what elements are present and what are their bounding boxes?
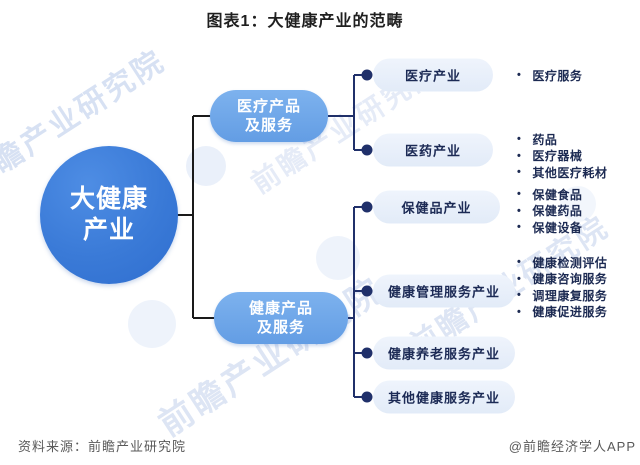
leaf-pharmaceutical-industry: 医药产业 <box>373 133 493 167</box>
bullet-item: 健康咨询服务 <box>517 271 607 288</box>
leaf-elderly-care-service: 健康养老服务产业 <box>373 336 515 370</box>
leaf-healthcare-products: 保健品产业 <box>373 190 500 224</box>
leaf-health-management-service: 健康管理服务产业 <box>373 274 515 308</box>
bullet-item: 保健设备 <box>517 219 582 236</box>
leaf-medical-industry: 医疗产业 <box>373 58 493 92</box>
bullet-item: 保健食品 <box>517 186 582 203</box>
credit-note: @前瞻经济学人APP <box>508 439 636 454</box>
branch-label-line1: 健康产品 <box>248 299 313 317</box>
branch-label-line2: 及服务 <box>244 117 293 134</box>
bullet-item: 医疗服务 <box>517 67 582 84</box>
source-note: 资料来源：前瞻产业研究院 <box>18 439 187 454</box>
bullet-item: 健康促进服务 <box>517 304 607 321</box>
branch-label-line2: 及服务 <box>256 319 305 336</box>
bullet-group-medical-industry: 医疗服务 <box>517 67 582 84</box>
connector-dots <box>361 69 373 403</box>
bullet-item: 其他医疗耗材 <box>517 164 607 181</box>
bullet-group-health-management-service: 健康检测评估 健康咨询服务 调理康复服务 健康促进服务 <box>517 254 607 320</box>
bullet-item: 保健药品 <box>517 203 582 220</box>
bullet-item: 医疗器械 <box>517 148 607 165</box>
root-node-big-health-industry: 大健康 产业 <box>40 146 178 284</box>
bullet-item: 调理康复服务 <box>517 287 607 304</box>
bullet-group-healthcare-products: 保健食品 保健药品 保健设备 <box>517 186 582 236</box>
branch-health-products-services: 健康产品 及服务 <box>214 292 348 344</box>
branch-label-line1: 医疗产品 <box>236 97 301 115</box>
root-node-label-line1: 大健康 <box>69 184 148 213</box>
root-node-label-line2: 产业 <box>82 216 135 244</box>
bullet-item: 药品 <box>517 131 607 148</box>
bullet-item: 健康检测评估 <box>517 254 607 271</box>
bullet-group-pharmaceutical-industry: 药品 医疗器械 其他医疗耗材 <box>517 131 607 181</box>
page-title: 图表1：大健康产业的范畴 <box>206 13 404 30</box>
branch-medical-products-services: 医疗产品 及服务 <box>210 90 328 142</box>
leaf-other-health-service: 其他健康服务产业 <box>373 380 515 414</box>
